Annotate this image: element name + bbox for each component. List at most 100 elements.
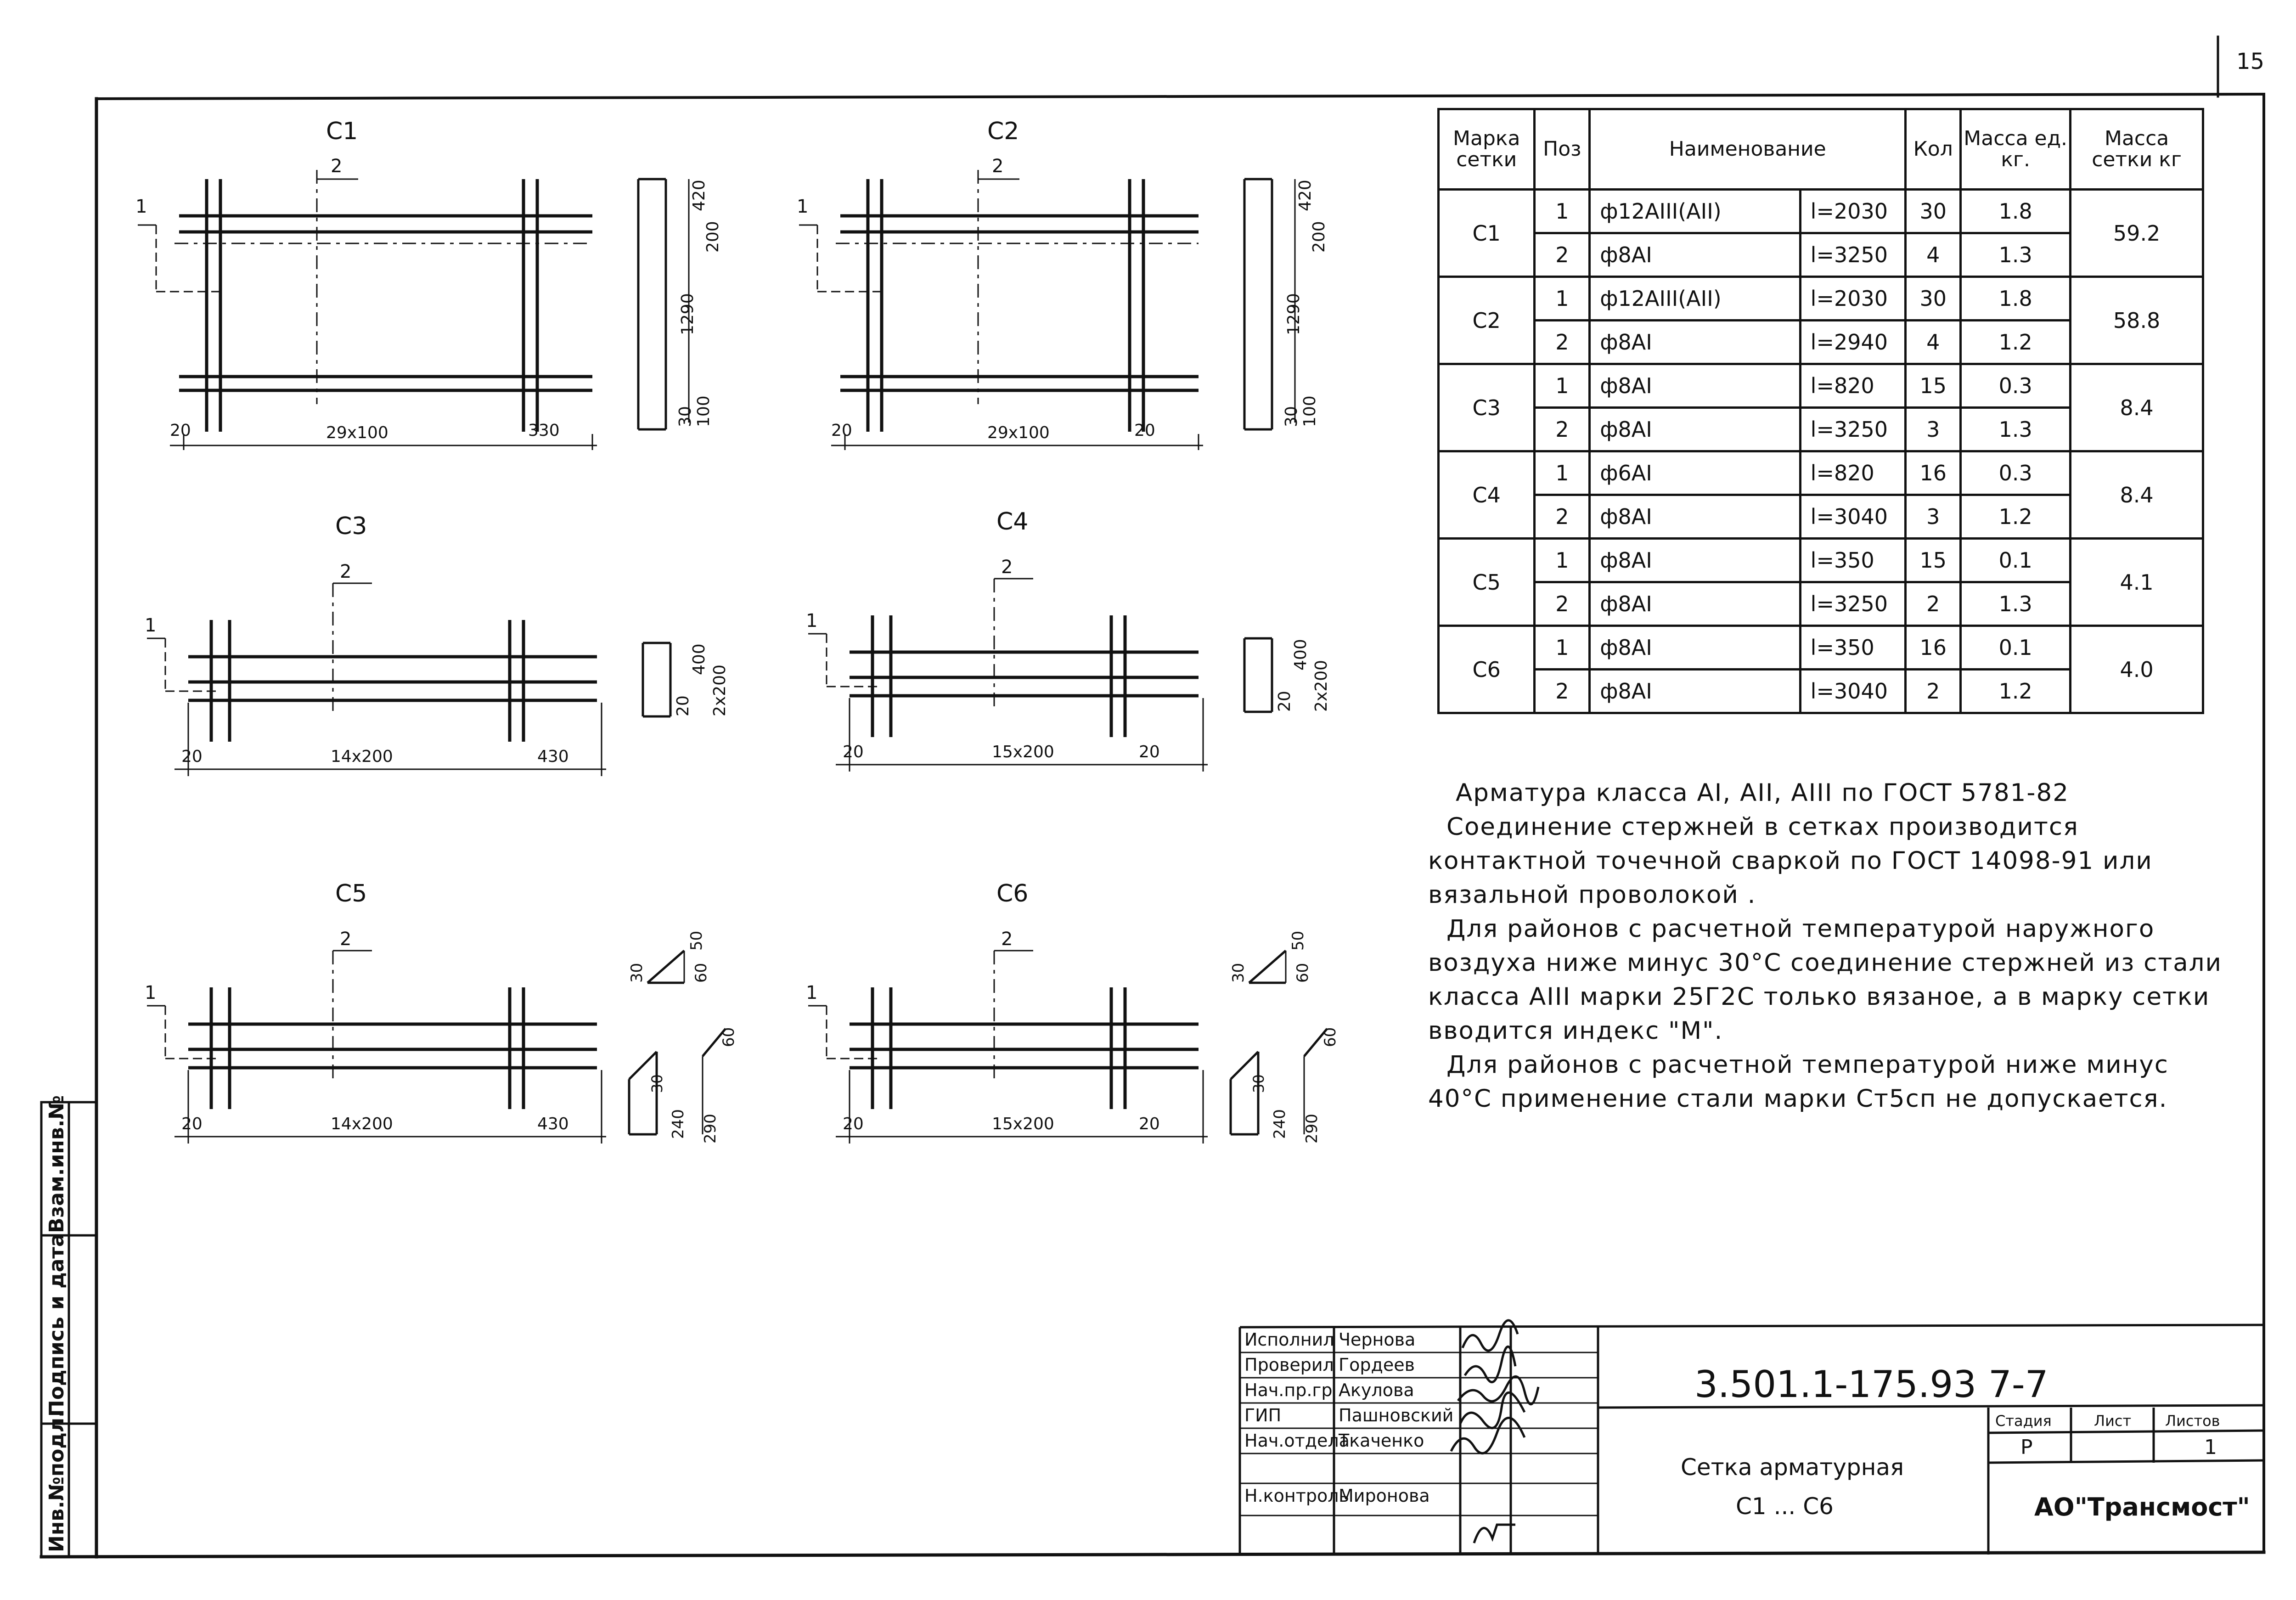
hook-bar xyxy=(1303,1028,1328,1057)
section-dimension: 200 xyxy=(703,221,722,253)
stamp-replace-inv: Взам.инв.№ xyxy=(45,1095,68,1233)
spec-pos: 2 xyxy=(1533,406,1591,452)
section-dimension: 30 xyxy=(1282,406,1301,427)
section-dimension: 290 xyxy=(1303,1114,1321,1144)
spec-name: ф8АI xyxy=(1588,319,1801,365)
spec-pos: 1 xyxy=(1533,625,1591,670)
title-block-role: Нач.пр.гр xyxy=(1244,1380,1333,1400)
signature-1 xyxy=(1461,1319,1519,1352)
signature-3 xyxy=(1457,1375,1540,1405)
spec-unit-mass: 1.3 xyxy=(1959,581,2072,627)
dimension-label: 15х200 xyxy=(992,743,1054,761)
spec-unit-mass: 0.3 xyxy=(1959,363,2072,409)
section-dimension: 30 xyxy=(1250,1074,1267,1093)
section-dimension: 420 xyxy=(690,180,709,211)
spec-total-mass: 4.1 xyxy=(2069,537,2204,627)
notes: Арматура класса АI, АII, АIII по ГОСТ 57… xyxy=(1428,776,2236,1116)
signature-6 xyxy=(1473,1523,1515,1544)
title-block-name: Пашновский xyxy=(1339,1405,1454,1425)
specification-table: Марка сетки Поз Наименование Кол Масса е… xyxy=(1437,108,2204,714)
title-block-role: ГИП xyxy=(1244,1405,1282,1425)
spec-mark: С3 xyxy=(1437,363,1536,452)
spec-qty: 4 xyxy=(1904,319,1962,365)
note-3: Для районов с расчетной температурой нар… xyxy=(1428,915,2222,1045)
spec-unit-mass: 1.2 xyxy=(1959,494,2072,540)
hook-dimension: 60 xyxy=(692,963,710,983)
spec-qty: 2 xyxy=(1904,668,1962,714)
stage-label: Стадия xyxy=(1995,1412,2052,1430)
title-block-role: Исполнил xyxy=(1244,1330,1334,1350)
frame-bottom xyxy=(39,1550,2266,1559)
spec-total-mass: 8.4 xyxy=(2069,450,2204,540)
signatures xyxy=(1450,1319,1540,1544)
mesh-mark-label: С5 xyxy=(335,880,367,907)
dimension-label: 20 xyxy=(1139,743,1160,761)
title-block-name: Ткаченко xyxy=(1339,1431,1424,1451)
spec-qty: 3 xyxy=(1904,406,1962,452)
section-dimension: 30 xyxy=(676,406,695,427)
spec-qty: 3 xyxy=(1904,494,1962,540)
spec-length: l=3250 xyxy=(1799,581,1907,627)
spec-total-mass: 58.8 xyxy=(2069,276,2204,365)
spec-pos: 2 xyxy=(1533,494,1591,540)
spec-length: l=3250 xyxy=(1799,406,1907,452)
spec-total-mass: 8.4 xyxy=(2069,363,2204,452)
dimension-label: 29х100 xyxy=(987,423,1050,442)
section-dimension: 60 xyxy=(1321,1027,1339,1047)
spec-length: l=2940 xyxy=(1799,319,1907,365)
section-dimension: 100 xyxy=(694,395,713,427)
document-issue: 7-7 xyxy=(1988,1363,2048,1406)
dimension-label: 20 xyxy=(181,1115,203,1133)
title-block-role: Н.контроль xyxy=(1244,1486,1349,1506)
hook-bar xyxy=(628,1051,658,1080)
dimension-label: 14х200 xyxy=(331,747,393,766)
spec-length: l=3250 xyxy=(1799,232,1907,278)
dimension-label: 20 xyxy=(181,747,203,766)
spec-length: l=2030 xyxy=(1799,188,1907,234)
spec-name: ф8АI xyxy=(1588,581,1801,627)
sheet-label: Лист xyxy=(2094,1412,2132,1430)
position-2-label: 2 xyxy=(1001,929,1013,950)
section-dimension: 240 xyxy=(669,1109,687,1139)
spec-mark: С1 xyxy=(1437,188,1536,278)
spec-unit-mass: 1.2 xyxy=(1959,668,2072,714)
spec-qty: 4 xyxy=(1904,232,1962,278)
title-block-name: Миронова xyxy=(1339,1486,1430,1506)
position-1-label: 1 xyxy=(806,610,818,631)
stamp-sign-date: Подпись и дата xyxy=(45,1233,68,1417)
spec-qty: 30 xyxy=(1904,276,1962,321)
title-block-role: Проверил xyxy=(1244,1355,1334,1375)
hook-detail xyxy=(1248,950,1287,984)
dimension-label: 15х200 xyxy=(992,1115,1054,1133)
section-dimension: 240 xyxy=(1271,1109,1289,1139)
stamp-inv-orig: Инв.№подл. xyxy=(45,1410,68,1552)
dimension-label: 20 xyxy=(1134,421,1155,440)
spec-qty: 30 xyxy=(1904,188,1962,234)
spec-mark: С2 xyxy=(1437,276,1536,365)
header-name: Наименование xyxy=(1588,108,1907,191)
hook-dimension: 50 xyxy=(687,930,706,951)
spec-length: l=350 xyxy=(1799,537,1907,583)
page-number: 15 xyxy=(2236,49,2265,74)
spec-unit-mass: 1.8 xyxy=(1959,188,2072,234)
position-1-label: 1 xyxy=(135,196,147,217)
spec-unit-mass: 0.3 xyxy=(1959,450,2072,496)
spec-mark: С6 xyxy=(1437,625,1536,714)
spec-pos: 1 xyxy=(1533,450,1591,496)
section-dimension: 20 xyxy=(674,695,692,716)
dimension-label: 330 xyxy=(528,421,560,440)
spec-name: ф8АI xyxy=(1588,363,1801,409)
note-4: Для районов с расчетной температурой ниж… xyxy=(1428,1051,2169,1113)
hook-bar xyxy=(1230,1051,1259,1080)
stage-value: Р xyxy=(2020,1436,2033,1459)
position-2-label: 2 xyxy=(331,156,343,177)
section-dimension: 400 xyxy=(1291,639,1310,670)
spec-unit-mass: 1.8 xyxy=(1959,276,2072,321)
spec-unit-mass: 1.3 xyxy=(1959,232,2072,278)
title-block-name: Гордеев xyxy=(1339,1355,1415,1375)
spec-name: ф12АIII(АII) xyxy=(1588,276,1801,321)
